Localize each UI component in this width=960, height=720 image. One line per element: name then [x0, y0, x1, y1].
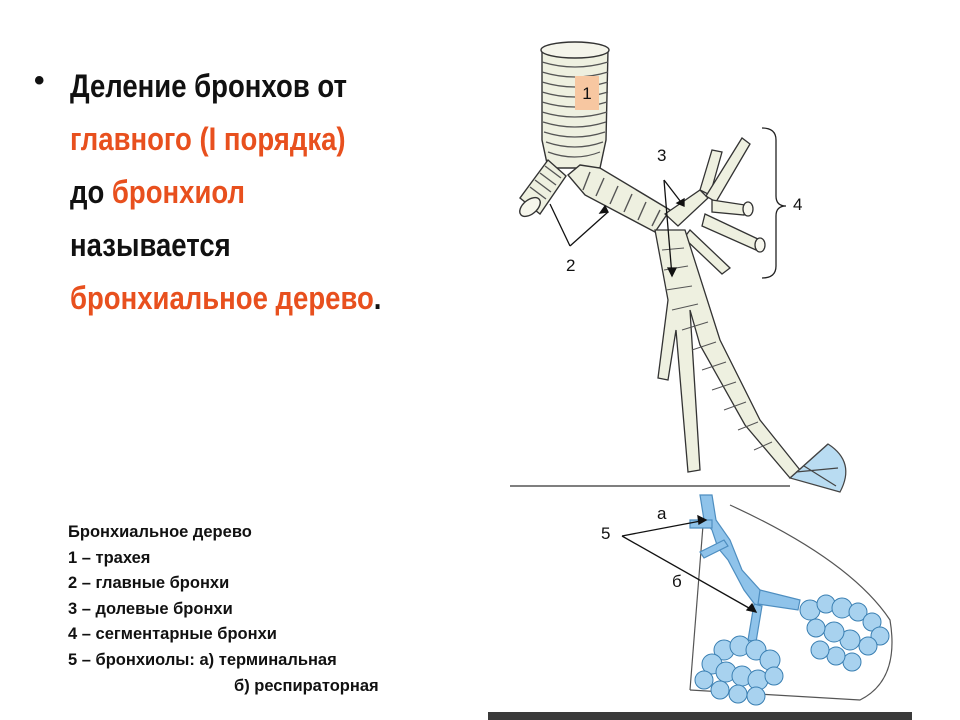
main-statement: Деление бронхов от главного (I порядка) … — [70, 60, 397, 325]
legend-item-main-bronchi: 2 – главные бронхи — [68, 574, 230, 593]
bullet-point: • — [34, 64, 45, 97]
descending-bronchus — [654, 229, 801, 479]
text-bronchial-tree: бронхиальное дерево — [70, 280, 374, 316]
figure-label-a: а — [657, 504, 667, 523]
legend-item-bronchioles: 5 – бронхиолы: а) терминальная — [68, 650, 337, 669]
right-main-bronchus — [567, 164, 671, 233]
figure-label-5: 5 — [601, 524, 611, 543]
bottom-bar — [488, 712, 912, 720]
left-main-bronchus — [519, 158, 567, 218]
figure-label-1: 1 — [575, 76, 599, 110]
legend-item-respiratory: б) респираторная — [234, 676, 379, 695]
figure-label-b: б — [672, 572, 682, 591]
text-part-3: до — [70, 174, 112, 210]
alveoli-clusters — [694, 594, 890, 706]
text-part-1: Деление бронхов от — [70, 68, 348, 104]
text-period: . — [373, 280, 382, 316]
bronchiole-blue-tree — [689, 494, 801, 643]
bronchiole-cone — [689, 499, 893, 701]
figure-label-2: 2 — [566, 256, 576, 275]
lobar-bronchi — [663, 137, 766, 303]
legend-item-lobar-bronchi: 3 – долевые бронхи — [68, 599, 233, 618]
figure-label-4: 4 — [793, 195, 803, 214]
text-part-5: называется — [70, 227, 231, 263]
bronchial-tree-illustration — [510, 41, 893, 706]
text-bronchioles: бронхиол — [111, 174, 245, 210]
pointer-lines — [549, 179, 758, 613]
upper-acinus — [788, 443, 847, 493]
legend-item-trachea: 1 – трахея — [68, 548, 151, 567]
legend-title: Бронхиальное дерево — [68, 523, 252, 541]
figure-label-3: 3 — [657, 146, 667, 165]
legend-item-segmental-bronchi: 4 – сегментарные бронхи — [68, 625, 277, 644]
legend: Бронхиальное дерево 1 – трахея 2 – главн… — [68, 520, 448, 699]
text-main-bronchus: главного (I порядка) — [70, 121, 346, 157]
bracket-4 — [761, 127, 787, 279]
